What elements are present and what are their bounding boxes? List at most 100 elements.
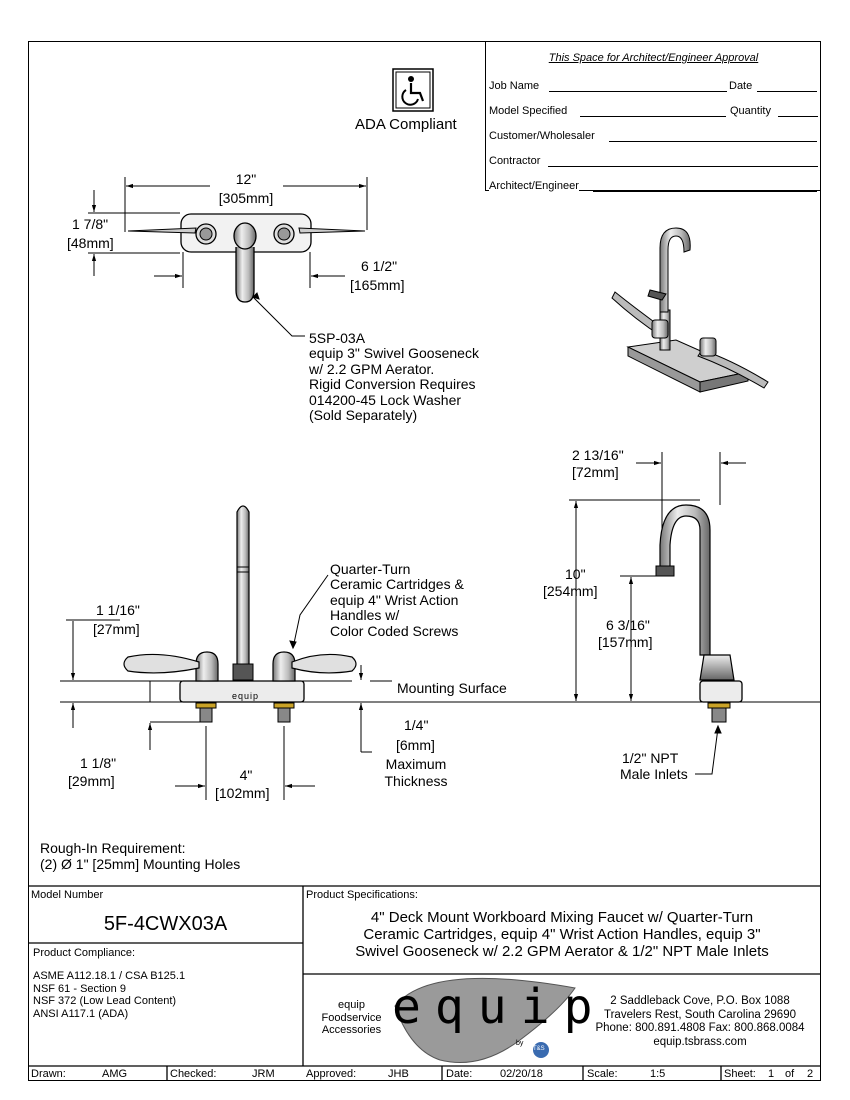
top-height-mm: [48mm]: [67, 235, 114, 251]
brand-small-line: Foodservice: [321, 1011, 382, 1024]
callout-line: Color Coded Screws: [330, 622, 459, 639]
approval-box: This Space for Architect/Engineer Approv…: [485, 41, 821, 192]
architect-label: Architect/Engineer: [489, 180, 579, 192]
top-reach-in: 6 1/2": [361, 258, 398, 274]
front-view: [60, 505, 820, 800]
handle-height-in: 1 1/16": [96, 602, 140, 618]
thickness-label-2: Thickness: [384, 773, 448, 789]
address-line: equip.tsbrass.com: [653, 1035, 747, 1048]
job-name-row: Job Name Date: [489, 78, 817, 92]
ada-label: ADA Compliant: [355, 116, 457, 133]
spec-text: 4" Deck Mount Workboard Mixing Faucet w/…: [303, 909, 821, 960]
spec-line: 4" Deck Mount Workboard Mixing Faucet w/…: [370, 909, 754, 926]
center-mm: [102mm]: [215, 785, 270, 801]
approved-label: Approved:: [306, 1068, 357, 1080]
inlets-line-1: 1/2" NPT: [622, 750, 679, 766]
compliance-item: NSF 61 - Section 9: [33, 982, 126, 995]
architect-line: [593, 191, 817, 192]
inlets-line-2: Male Inlets: [620, 766, 688, 782]
compliance-item: ANSI A117.1 (ADA): [33, 1007, 129, 1020]
top-reach-mm: [165mm]: [350, 277, 405, 293]
outlet-in: 6 3/16": [606, 617, 650, 633]
spec-line: Ceramic Cartridges, equip 4" Wrist Actio…: [363, 926, 761, 943]
callout-line: 014200-45 Lock Washer: [309, 391, 462, 408]
checked-value: JRM: [252, 1068, 275, 1080]
compliance-item: NSF 372 (Low Lead Content): [33, 995, 177, 1007]
callout-line: (Sold Separately): [309, 407, 418, 424]
rough-in-title: Rough-In Requirement:: [40, 840, 186, 856]
contractor-row: Contractor: [489, 153, 818, 167]
brand-small: equip Foodservice Accessories: [314, 999, 389, 1037]
scale-value: 1:5: [650, 1068, 666, 1080]
scale-label: Scale:: [587, 1068, 618, 1080]
shank-in: 1 1/8": [80, 755, 117, 771]
gooseneck-callout: 5SP-03A equip 3" Swivel Gooseneck w/ 2.2…: [309, 330, 479, 424]
spout-mm: [72mm]: [572, 464, 619, 480]
top-width-mm: [305mm]: [218, 190, 274, 206]
thickness-in: 1/4": [404, 717, 429, 733]
sheet-label: Sheet:: [724, 1068, 756, 1080]
spout-in: 2 13/16": [572, 447, 624, 463]
cartridge-callout: Quarter-Turn Ceramic Cartridges & equip …: [330, 561, 464, 639]
side-view: [569, 452, 746, 775]
isometric-view: [611, 227, 769, 393]
drawn-label: Drawn:: [31, 1068, 66, 1080]
logo-tag: T&S: [533, 1046, 545, 1052]
customer-line: [609, 141, 817, 142]
callout-line: equip 4" Wrist Action: [330, 591, 459, 608]
height-in: 10": [565, 566, 586, 582]
date-value: 02/20/18: [500, 1068, 543, 1080]
top-width-in: 12": [235, 171, 257, 187]
drawing-frame: [28, 41, 821, 1081]
equip-logo-text: equip: [392, 979, 607, 1035]
shank-mm: [29mm]: [68, 773, 115, 789]
logo-swoosh: [394, 977, 576, 1063]
model-specified-line: [580, 116, 726, 117]
date-line: [757, 91, 817, 92]
sheet-of: of: [785, 1068, 795, 1080]
wheelchair-icon: [392, 68, 434, 112]
spec-label: Product Specifications:: [306, 889, 418, 901]
logo-by: by: [516, 1040, 524, 1047]
mounting-surface-label: Mounting Surface: [397, 680, 507, 696]
rough-in-holes: (2) Ø 1" [25mm] Mounting Holes: [40, 856, 241, 872]
base-brand-mark: equip: [232, 691, 260, 701]
sheet-value: 1: [768, 1068, 775, 1080]
top-view: [88, 177, 368, 337]
drawn-value: AMG: [102, 1068, 128, 1080]
contractor-label: Contractor: [489, 155, 541, 167]
thickness-mm: [6mm]: [396, 737, 435, 753]
date-label: Date: [729, 80, 753, 92]
callout-line: Quarter-Turn: [330, 561, 411, 577]
approval-header: This Space for Architect/Engineer Approv…: [548, 52, 759, 64]
top-height-in: 1 7/8": [72, 216, 109, 232]
compliance-label: Product Compliance:: [33, 947, 136, 959]
customer-row: Customer/Wholesaler: [489, 128, 817, 142]
callout-line: Handles w/: [330, 607, 400, 624]
height-mm: [254mm]: [543, 583, 598, 599]
compliance-item: ASME A112.18.1 / CSA B125.1: [33, 970, 186, 982]
customer-label: Customer/Wholesaler: [489, 130, 595, 142]
outlet-mm: [157mm]: [598, 634, 653, 650]
center-in: 4": [239, 767, 253, 783]
thickness-label-1: Maximum: [385, 756, 447, 772]
spec-line: Swivel Gooseneck w/ 2.2 GPM Aerator & 1/…: [355, 943, 769, 960]
callout-line: w/ 2.2 GPM Aerator.: [309, 360, 435, 377]
sheet-total: 2: [807, 1068, 814, 1080]
brand-small-line: Accessories: [321, 1024, 382, 1036]
model-specified-row: Model Specified Quantity: [489, 103, 818, 117]
address-line: Travelers Rest, South Carolina 29690: [604, 1008, 796, 1021]
job-name-label: Job Name: [489, 80, 540, 92]
quantity-label: Quantity: [730, 105, 771, 117]
date-label-footer: Date:: [446, 1068, 473, 1080]
callout-line: equip 3" Swivel Gooseneck: [309, 345, 479, 362]
checked-label: Checked:: [170, 1068, 217, 1080]
contractor-line: [548, 166, 818, 167]
approved-value: JHB: [388, 1068, 409, 1080]
compliance-list: ASME A112.18.1 / CSA B125.1 NSF 61 - Sec…: [33, 970, 185, 1020]
brand-small-line: equip: [338, 999, 365, 1011]
model-specified-label: Model Specified: [489, 105, 568, 117]
address-line: 2 Saddleback Cove, P.O. Box 1088: [610, 995, 790, 1007]
architect-row: Architect/Engineer: [489, 178, 817, 192]
